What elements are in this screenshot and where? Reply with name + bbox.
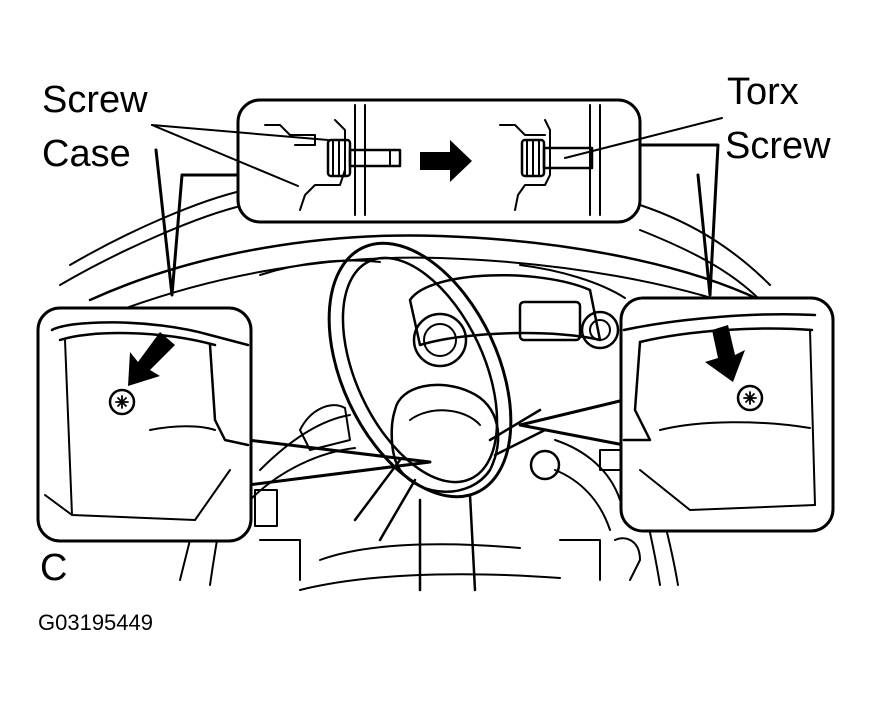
torx-label: Torx [727, 71, 799, 113]
right-pointer-arrow-icon [705, 325, 745, 382]
torx-screw-leader-line [564, 117, 723, 159]
torx-screw-drawing [499, 104, 601, 216]
case-label: Case [42, 133, 131, 175]
right-detail-callout [518, 296, 835, 533]
top-detail-callout [151, 98, 723, 297]
torx-screw-label: Screw [725, 125, 831, 167]
right-detail-frame [619, 296, 835, 533]
screw-and-case-drawing [264, 104, 402, 216]
left-detail-frame [36, 306, 253, 543]
figure-code-label: G03195449 [38, 610, 153, 635]
right-torx-screw-icon [736, 384, 764, 412]
screw-leader-line [151, 124, 299, 187]
case-leader-line [151, 124, 329, 141]
left-pointer-arrow-icon [128, 332, 175, 386]
left-detail-callout [36, 306, 432, 543]
direction-arrow [420, 140, 472, 182]
screw-label: Screw [42, 79, 148, 121]
view-letter-label: C [40, 547, 67, 589]
left-torx-screw-icon [108, 388, 136, 416]
